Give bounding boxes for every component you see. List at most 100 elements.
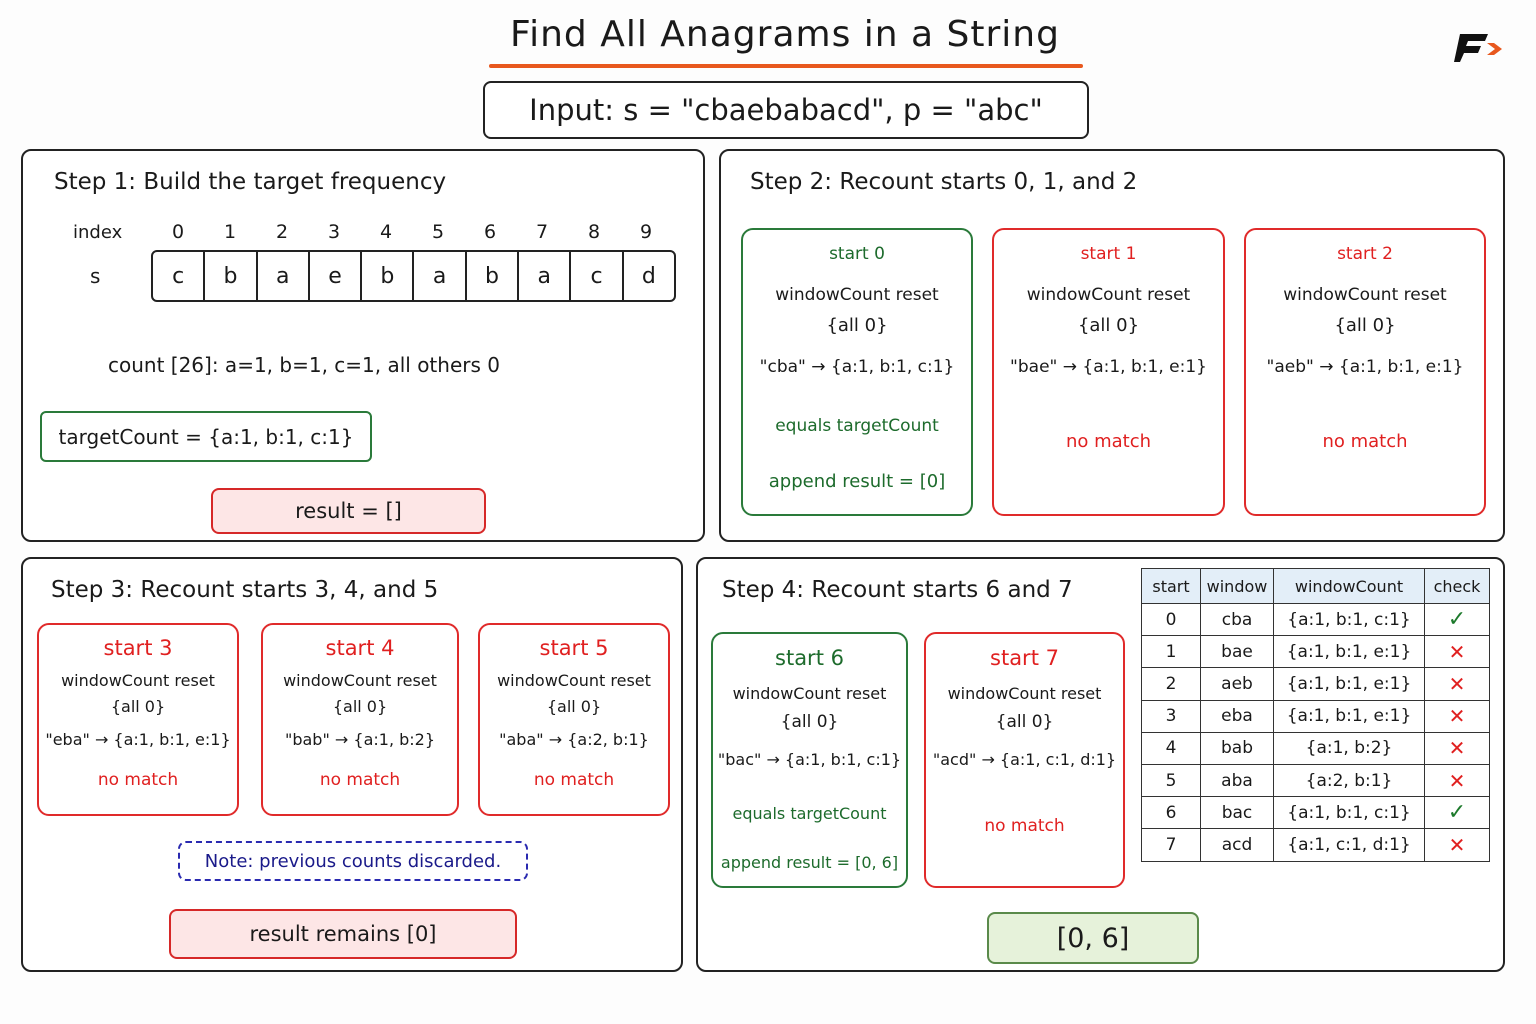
card-reset: windowCount reset xyxy=(947,684,1102,703)
card-window: "cba" → {a:1, b:1, c:1} xyxy=(759,357,955,377)
cell-count: {a:1, c:1, d:1} xyxy=(1273,828,1425,862)
char-cell: c xyxy=(571,252,624,300)
card-reset: windowCount reset xyxy=(497,671,651,690)
table-header-row: start window windowCount check xyxy=(1141,568,1490,604)
card-verdict: no match xyxy=(97,770,179,790)
card-start-6: start 6 windowCount reset {all 0} "bac" … xyxy=(711,632,908,888)
step3-panel: Step 3: Recount starts 3, 4, and 5 start… xyxy=(21,557,683,972)
cell-start: 4 xyxy=(1141,731,1201,765)
table-row: 2 aeb {a:1, b:1, e:1} ✕ xyxy=(1141,667,1490,701)
result-remains-box: result remains [0] xyxy=(169,909,517,959)
card-zero: {all 0} xyxy=(1334,315,1396,336)
check-icon: ✓ xyxy=(1424,796,1490,830)
cell-start: 3 xyxy=(1141,699,1201,733)
char-cell: a xyxy=(519,252,572,300)
card-heading: start 4 xyxy=(325,636,395,660)
card-heading: start 2 xyxy=(1337,244,1393,264)
cell-start: 1 xyxy=(1141,635,1201,669)
card-zero: {all 0} xyxy=(826,315,888,336)
card-window: "bab" → {a:1, b:2} xyxy=(284,730,436,749)
index-cell: 7 xyxy=(535,221,549,243)
table-row: 3 eba {a:1, b:1, e:1} ✕ xyxy=(1141,699,1490,733)
final-answer-box: [0, 6] xyxy=(987,912,1199,964)
brand-logo xyxy=(1454,30,1506,64)
table-row: 4 bab {a:1, b:2} ✕ xyxy=(1141,731,1490,765)
cell-window: bac xyxy=(1200,796,1274,830)
char-cell: b xyxy=(467,252,520,300)
cross-icon: ✕ xyxy=(1424,667,1490,701)
cell-count: {a:1, b:1, e:1} xyxy=(1273,699,1425,733)
card-start-2: start 2 windowCount reset {all 0} "aeb" … xyxy=(1244,228,1486,516)
card-reset: windowCount reset xyxy=(283,671,437,690)
title-underline xyxy=(489,64,1083,68)
table-row: 1 bae {a:1, b:1, e:1} ✕ xyxy=(1141,635,1490,669)
note-text: Note: previous counts discarded. xyxy=(204,850,502,872)
index-cell: 6 xyxy=(483,221,497,243)
summary-table: start window windowCount check 0 cba {a:… xyxy=(1141,568,1490,862)
card-start-3: start 3 windowCount reset {all 0} "eba" … xyxy=(37,623,239,816)
table-row: 0 cba {a:1, b:1, c:1} ✓ xyxy=(1141,602,1490,637)
index-cell: 3 xyxy=(327,221,341,243)
result-text: result = [] xyxy=(295,499,402,523)
cell-window: bab xyxy=(1200,731,1274,765)
input-box: Input: s = "cbaebabacd", p = "abc" xyxy=(483,81,1089,139)
cross-icon: ✕ xyxy=(1424,731,1490,765)
summary-table-wrap: start window windowCount check 0 cba {a:… xyxy=(1141,568,1490,862)
table-row: 5 aba {a:2, b:1} ✕ xyxy=(1141,763,1490,798)
card-start-4: start 4 windowCount reset {all 0} "bab" … xyxy=(261,623,459,816)
card-reset: windowCount reset xyxy=(61,671,215,690)
card-window: "acd" → {a:1, c:1, d:1} xyxy=(932,750,1117,769)
index-row: 0 1 2 3 4 5 6 7 8 9 xyxy=(152,221,672,243)
column-header: windowCount xyxy=(1273,568,1425,604)
card-verdict: no match xyxy=(533,770,615,790)
cross-icon: ✕ xyxy=(1424,763,1490,798)
char-cell: b xyxy=(205,252,258,300)
card-zero: {all 0} xyxy=(995,712,1054,732)
column-header: start xyxy=(1141,568,1201,604)
index-cell: 9 xyxy=(639,221,653,243)
char-cell: a xyxy=(414,252,467,300)
card-start-1: start 1 windowCount reset {all 0} "bae" … xyxy=(992,228,1225,516)
index-label: index xyxy=(73,222,123,243)
final-answer: [0, 6] xyxy=(1056,922,1130,954)
index-cell: 4 xyxy=(379,221,393,243)
card-reset: windowCount reset xyxy=(1026,285,1191,305)
cross-icon: ✕ xyxy=(1424,828,1490,862)
cell-window: aeb xyxy=(1200,667,1274,701)
card-start-0: start 0 windowCount reset {all 0} "cba" … xyxy=(741,228,973,516)
cell-start: 5 xyxy=(1141,763,1201,798)
card-window: "eba" → {a:1, b:1, e:1} xyxy=(45,730,231,749)
cell-count: {a:1, b:1, e:1} xyxy=(1273,635,1425,669)
card-append: append result = [0, 6] xyxy=(720,853,899,872)
card-heading: start 5 xyxy=(539,636,609,660)
step2-title: Step 2: Recount starts 0, 1, and 2 xyxy=(750,169,1138,195)
string-array: c b a e b a b a c d xyxy=(151,250,676,302)
cell-start: 6 xyxy=(1141,796,1201,830)
cell-window: acd xyxy=(1200,828,1274,862)
page-title: Find All Anagrams in a String xyxy=(510,14,1060,55)
table-row: 7 acd {a:1, c:1, d:1} ✕ xyxy=(1141,828,1490,862)
card-heading: start 1 xyxy=(1080,244,1137,264)
cell-window: cba xyxy=(1200,602,1274,637)
card-zero: {all 0} xyxy=(780,712,839,732)
cell-count: {a:2, b:1} xyxy=(1273,763,1425,798)
cell-window: aba xyxy=(1200,763,1274,798)
step2-panel: Step 2: Recount starts 0, 1, and 2 start… xyxy=(719,149,1505,542)
char-cell: c xyxy=(153,252,206,300)
cell-count: {a:1, b:1, c:1} xyxy=(1273,602,1425,637)
card-window: "aba" → {a:2, b:1} xyxy=(499,730,649,749)
step1-title: Step 1: Build the target frequency xyxy=(54,169,447,195)
card-heading: start 0 xyxy=(829,244,885,264)
cell-window: eba xyxy=(1200,699,1274,733)
card-zero: {all 0} xyxy=(332,697,388,716)
char-cell: a xyxy=(258,252,310,300)
cell-count: {a:1, b:1, e:1} xyxy=(1273,667,1425,701)
step1-panel: Step 1: Build the target frequency index… xyxy=(21,149,705,542)
card-zero: {all 0} xyxy=(546,697,602,716)
card-verdict: equals targetCount xyxy=(775,416,939,436)
card-reset: windowCount reset xyxy=(732,684,887,703)
check-icon: ✓ xyxy=(1424,602,1490,637)
index-cell: 8 xyxy=(587,221,601,243)
column-header: window xyxy=(1200,568,1274,604)
step4-title: Step 4: Recount starts 6 and 7 xyxy=(722,577,1073,603)
